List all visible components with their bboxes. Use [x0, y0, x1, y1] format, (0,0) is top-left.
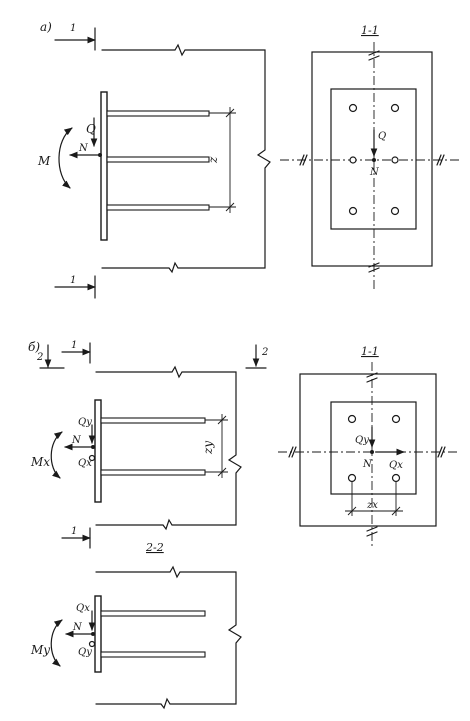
svg-text:1: 1: [70, 23, 76, 34]
svg-text:Qy: Qy: [78, 647, 92, 658]
svg-text:Qx: Qx: [389, 460, 403, 471]
section-title-1-1-a: 1-1: [361, 24, 379, 37]
section-cut-1-top-b: 1: [61, 340, 91, 364]
svg-text:z: z: [206, 156, 220, 164]
svg-text:2: 2: [36, 352, 43, 363]
force-n-a: N: [69, 143, 102, 159]
section-title-2-2: 2-2: [145, 541, 164, 554]
anchor-bars-b: [100, 417, 206, 476]
svg-text:2: 2: [261, 347, 268, 358]
part-a-label: a): [40, 20, 52, 34]
part-b-label: б): [28, 340, 40, 354]
svg-text:zx: zx: [366, 500, 378, 511]
anchor-bars-2-2: [100, 610, 206, 658]
svg-text:My: My: [30, 643, 50, 657]
svg-text:Q: Q: [378, 131, 386, 142]
section-cut-1-bottom: 1: [54, 275, 96, 299]
embedded-plate-2-2: [94, 595, 102, 673]
force-q-a: Q: [86, 117, 98, 147]
section-cut-2-right: 2: [245, 344, 268, 369]
force-qx-b: Qx: [78, 454, 96, 469]
svg-text:zy: zy: [201, 441, 215, 455]
anchor-bars-a: [106, 110, 210, 211]
moment-m-a: M: [37, 127, 73, 189]
section-title-1-1-b: 1-1: [361, 345, 379, 358]
section-cut-1-top: 1: [54, 23, 96, 51]
force-n-b: N: [64, 435, 95, 451]
concrete-outline-b: [95, 365, 242, 531]
force-qy-b: Qy: [78, 417, 96, 444]
concrete-outline-2-2: [95, 565, 242, 710]
dimension-zy: zy: [201, 414, 228, 478]
dimension-z: z: [206, 107, 236, 213]
svg-text:Qy: Qy: [355, 435, 369, 446]
svg-text:N: N: [78, 143, 89, 154]
embedded-plate-b: [94, 399, 102, 503]
svg-text:Qy: Qy: [78, 417, 92, 428]
embedded-plate-a: [100, 91, 108, 241]
moment-my-2-2: My: [30, 619, 63, 667]
svg-text:N: N: [362, 459, 373, 470]
concrete-outline-a: [101, 43, 271, 274]
force-qy-2-2: Qy: [78, 640, 96, 658]
svg-text:N: N: [369, 167, 380, 178]
moment-mx-b: Mx: [30, 431, 63, 479]
force-n-2-2: N: [65, 622, 95, 638]
section-cut-1-bottom-b: 1: [61, 526, 91, 549]
force-qx-2-2: Qx: [76, 603, 96, 631]
section-1-1-a: Q N: [280, 42, 460, 292]
svg-text:N: N: [71, 435, 82, 446]
svg-text:Q: Q: [86, 122, 96, 136]
svg-text:M: M: [37, 154, 51, 168]
svg-text:Qx: Qx: [76, 603, 90, 614]
svg-text:1: 1: [70, 275, 76, 286]
section-1-1-b: Qy N Qx zx: [278, 362, 458, 548]
section-cut-2-left: 2: [36, 344, 65, 369]
svg-text:1: 1: [71, 340, 77, 351]
svg-text:Qx: Qx: [78, 458, 92, 469]
svg-text:N: N: [72, 622, 83, 633]
svg-text:Mx: Mx: [30, 455, 50, 469]
svg-text:1: 1: [71, 526, 77, 537]
